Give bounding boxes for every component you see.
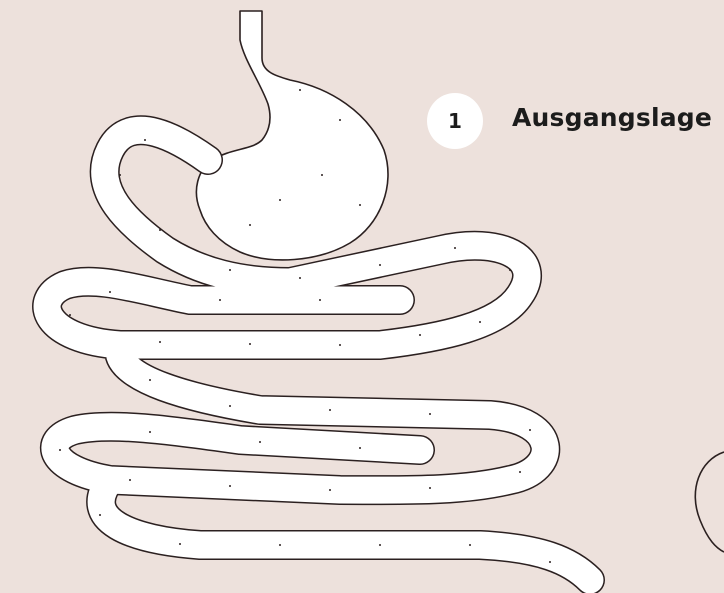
stomach-shape (196, 11, 388, 260)
step-number: 1 (448, 109, 462, 133)
next-step-circle (695, 452, 724, 552)
step-number-badge: 1 (427, 93, 483, 149)
step-label: Ausgangslage (512, 103, 712, 132)
